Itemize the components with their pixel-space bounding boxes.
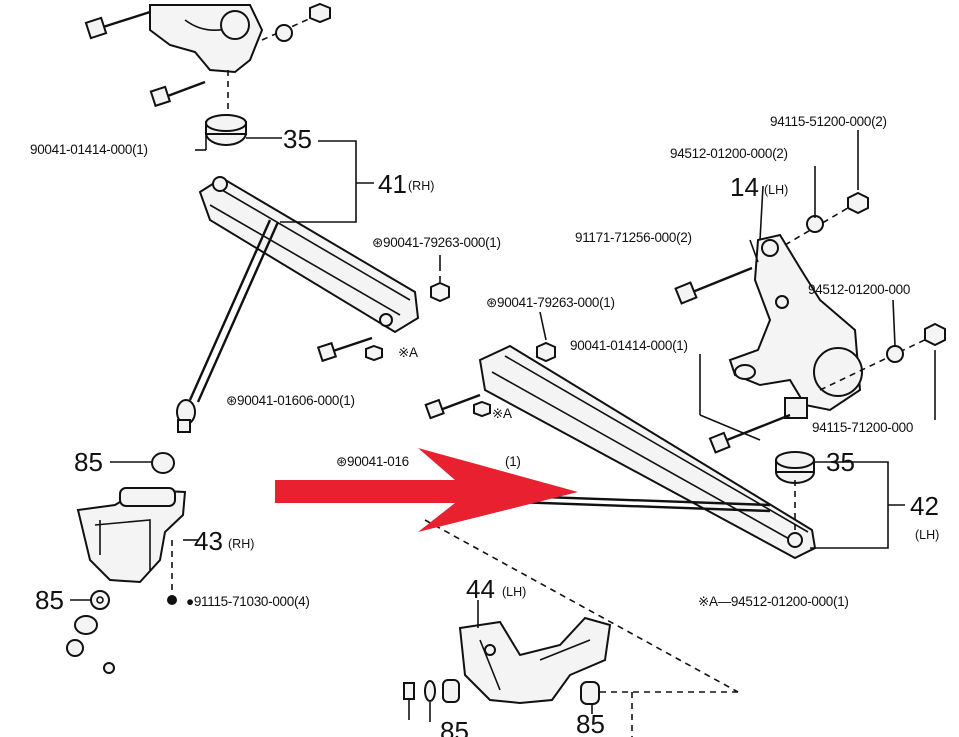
bolt-head-43 — [167, 595, 177, 605]
spacer-85 — [74, 615, 98, 635]
part-number-90041-01606: ⊛90041-01606-000(1) — [226, 393, 355, 408]
callout-85-b: 85 — [35, 585, 64, 615]
callout-43: 43 — [194, 526, 223, 556]
part-number-94115-71200: 94115-71200-000 — [812, 420, 913, 435]
nut-top-right — [261, 2, 331, 42]
bushing-85-c — [403, 679, 460, 722]
bolt-top-left — [84, 10, 151, 40]
callout-41: 41 — [378, 169, 407, 199]
bushing-35-upper — [205, 114, 247, 146]
part-number-90041-016-partial: ⊛90041-016 — [336, 454, 409, 469]
callout-14-suffix: (LH) — [764, 183, 788, 197]
knuckle-14-lh — [728, 233, 863, 419]
callout-14: 14 — [730, 172, 759, 202]
bolt-knuckle-lower — [708, 413, 791, 454]
bracket-43-rh — [76, 487, 187, 584]
control-arm-41-rh — [198, 176, 420, 334]
part-number-partial-tail: (1) — [505, 454, 521, 469]
callout-35-lower: 35 — [826, 447, 855, 477]
bolt-knuckle-upper — [674, 266, 753, 305]
nut-small-a — [66, 639, 84, 657]
part-number-94115-51200: 94115-51200-000(2) — [770, 114, 887, 129]
nut-small-b — [103, 662, 115, 674]
bolt-arm42 — [424, 393, 491, 420]
part-number-94512-01200-b: 94512-01200-000 — [808, 282, 910, 297]
bushing-85-d — [580, 681, 600, 705]
mark-a-2: ※A — [492, 406, 512, 421]
bolt-arm41-lower — [316, 336, 383, 363]
callout-42: 42 — [910, 491, 939, 521]
callout-85-a: 85 — [74, 447, 103, 477]
mark-a-1: ※A — [398, 345, 418, 360]
part-number-a-94512: ※A—94512-01200-000(1) — [698, 594, 849, 609]
callout-85-c: 85 — [440, 716, 469, 737]
part-number-90041-79263-a: ⊛90041-79263-000(1) — [372, 235, 501, 250]
bracket-44-lh — [458, 616, 612, 705]
callout-41-suffix: (RH) — [408, 179, 434, 193]
stabilizer-link — [176, 219, 280, 433]
callout-44-suffix: (LH) — [502, 585, 526, 599]
leader-lines — [70, 122, 936, 714]
nut-79263-b — [536, 341, 556, 363]
callout-43-suffix: (RH) — [228, 537, 254, 551]
bushing-35-lower — [775, 451, 815, 530]
callout-44: 44 — [466, 574, 495, 604]
callout-35-upper: 35 — [283, 124, 312, 154]
red-arrow — [275, 448, 578, 532]
part-number-91171-71256: 91171-71256-000(2) — [575, 230, 692, 245]
callout-85-d: 85 — [576, 709, 605, 737]
part-number-94512-01200-a: 94512-01200-000(2) — [670, 146, 788, 161]
part-number-90041-01414-upper: 90041-01414-000(1) — [30, 142, 148, 157]
nut-arm41 — [430, 265, 450, 303]
part-number-90041-79263-b: ⊛90041-79263-000(1) — [486, 295, 615, 310]
bushing-85-a — [151, 452, 175, 474]
upper-knuckle-rh — [149, 4, 264, 74]
bolt-upper-mid — [149, 80, 206, 108]
washer-85-b — [90, 590, 110, 610]
callout-42-suffix: (LH) — [915, 528, 939, 542]
part-number-91115-71030: ●91115-71030-000(4) — [186, 594, 310, 609]
part-number-90041-01414-lower: 90041-01414-000(1) — [570, 338, 688, 353]
